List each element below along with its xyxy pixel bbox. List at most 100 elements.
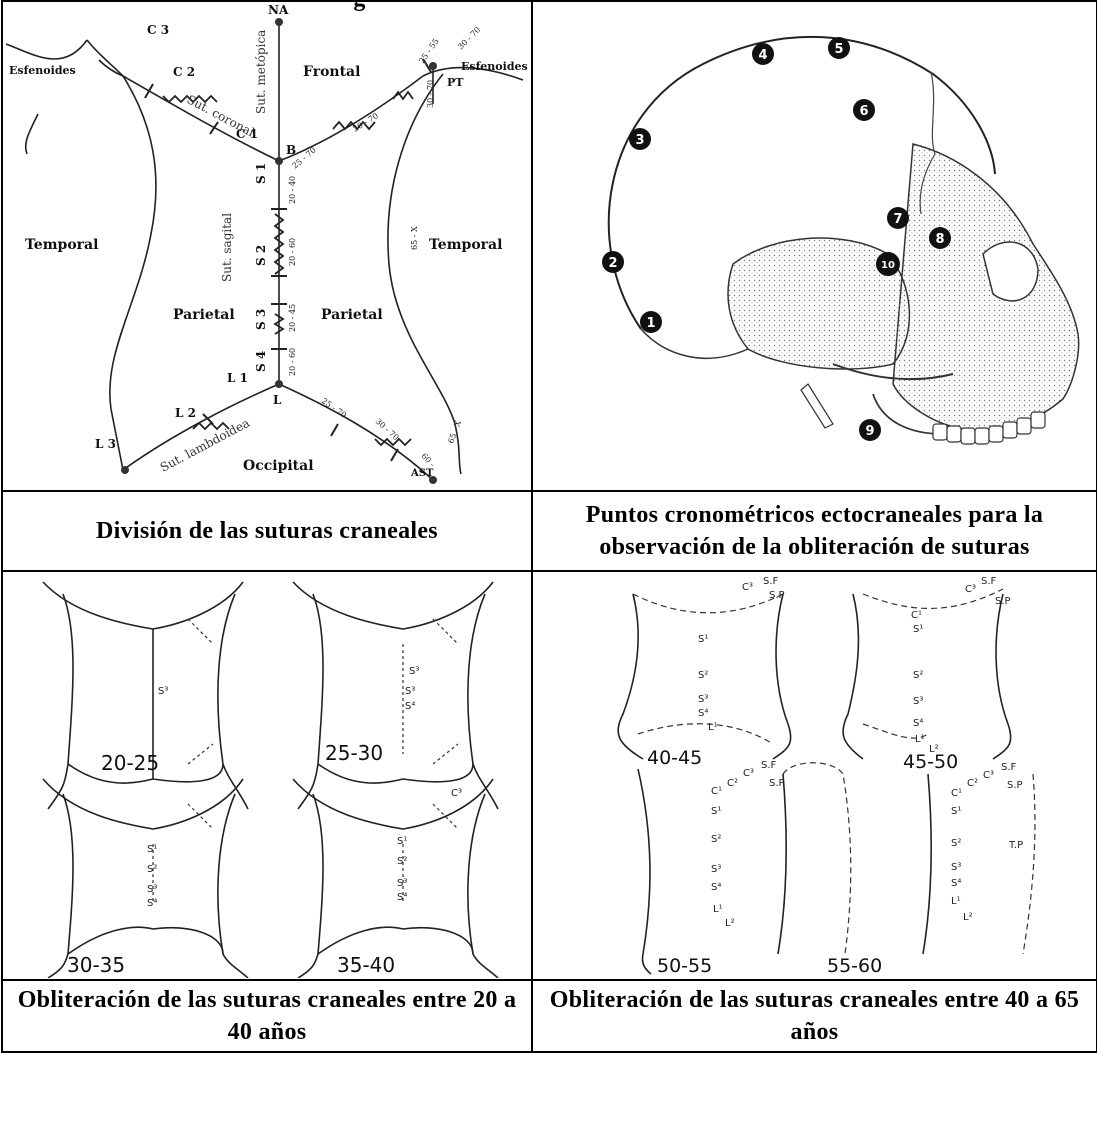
skull-lateral-diagram: 1 2 3 4 5 6 7 8 9 10 — [532, 1, 1097, 491]
obliteration-20-40-diagram: S³ S³ S³ S⁴ S¹ S² S³ S⁴ C³ S¹ S² S³ S⁴ 2… — [2, 571, 532, 980]
caption-cell-40-65: Obliteración de las suturas craneales en… — [532, 980, 1097, 1052]
mark-tr-s3: S³ — [913, 696, 923, 707]
label-sut-sagital: Sut. sagital — [220, 213, 234, 282]
mark-bl-c2: C² — [727, 778, 738, 789]
skull-lateral-svg: 1 2 3 4 5 6 7 8 9 10 — [533, 4, 1094, 488]
mark-tl-s3: S³ — [158, 686, 168, 697]
panel-30-35: 30-35 — [67, 953, 125, 977]
mark-tr-s2: S² — [913, 670, 923, 681]
mark-tr-s4: S⁴ — [405, 701, 415, 712]
caption-cell-points: Puntos cronométricos ectocraneales para … — [532, 491, 1097, 571]
mark-bl-l2: L² — [725, 918, 735, 929]
mark-tl-sf: S.F — [763, 576, 779, 587]
mark-bl-s3: S³ — [147, 884, 157, 895]
caption-40-65: Obliteración de las suturas craneales en… — [533, 984, 1096, 1048]
mark-tr-sp: S.P — [995, 596, 1011, 607]
mark-br-c3: C³ — [451, 788, 462, 799]
mark-br-s3: S³ — [397, 878, 407, 889]
label-na: NA — [268, 4, 289, 17]
range-20-40: 20 - 40 — [288, 176, 297, 204]
mark-br-sp: S.P — [1007, 780, 1023, 791]
sutures-division-diagram: NA Frontal Esfenoides Esfenoides C 3 C 2… — [2, 1, 532, 491]
label-c2: C 2 — [173, 65, 195, 79]
point-7: 7 — [893, 212, 902, 227]
mark-br-c3: C³ — [983, 770, 994, 781]
mark-tr-c3: C³ — [965, 584, 976, 595]
label-b: B — [286, 143, 296, 157]
mark-bl-s1: S¹ — [147, 844, 157, 855]
range-30-70-c: 30 - 70 — [351, 111, 380, 134]
range-20-45: 20 - 45 — [288, 304, 297, 332]
mark-bl-c3: C³ — [743, 768, 754, 779]
mark-bl-s2: S² — [147, 864, 157, 875]
mark-tr-s3: S³ — [409, 666, 419, 677]
panel-50-55: 50-55 — [657, 955, 712, 977]
face-region — [893, 144, 1079, 430]
caption-division: División de las suturas craneales — [3, 515, 531, 547]
mark-br-s3: S³ — [951, 862, 961, 873]
range-25-70-b: 25 - 70 — [320, 396, 348, 420]
label-s4: S 4 — [254, 351, 268, 372]
label-frontal: Frontal — [303, 64, 360, 80]
mark-tr-l1: L¹ — [915, 734, 925, 745]
mark-br-s4: S⁴ — [397, 892, 407, 903]
range-25-55: 25 - 55 — [417, 37, 441, 65]
label-ast: AST — [410, 468, 434, 479]
label-s2: S 2 — [254, 245, 268, 266]
mark-tl-sp: S.P — [769, 590, 785, 601]
mark-tl-l1: L¹ — [708, 722, 718, 733]
obliteration-40-65-diagram: C³ S.F S.P S¹ S² S³ S⁴ L¹ C³ S.F S.P C¹ … — [532, 571, 1097, 980]
range-30-70-b: 30 - 70 — [426, 80, 435, 108]
caption-cell-division: División de las suturas craneales — [2, 491, 532, 571]
range-60: 60 - — [420, 451, 437, 469]
label-temporal-right: Temporal — [429, 237, 502, 253]
caption-cell-20-40: Obliteración de las suturas craneales en… — [2, 980, 532, 1052]
panel-55-60: 55-60 — [827, 955, 882, 977]
mark-bl-c1: C¹ — [711, 786, 722, 797]
range-20-60-a: 20 - 60 — [288, 238, 297, 266]
mark-br-c2: C² — [967, 778, 978, 789]
mark-tr-s1: S¹ — [913, 624, 923, 635]
mark-br-c1: C¹ — [951, 788, 962, 799]
obliteration-20-40-svg: S³ S³ S³ S⁴ S¹ S² S³ S⁴ C³ S¹ S² S³ S⁴ 2… — [3, 574, 529, 978]
mark-br-tp: T.P — [1008, 840, 1023, 851]
panel-45-50: 45-50 — [903, 751, 958, 773]
mark-tl-s1: S¹ — [698, 634, 708, 645]
mark-tl-c3: C³ — [742, 582, 753, 593]
mark-tl-s3: S³ — [698, 694, 708, 705]
panel-20-25: 20-25 — [101, 751, 159, 775]
panel-25-30: 25-30 — [325, 741, 383, 765]
label-l: L — [273, 393, 282, 407]
point-4: 4 — [758, 48, 767, 63]
label-temporal-left: Temporal — [25, 237, 98, 253]
mark-tr-s3b: S³ — [405, 686, 415, 697]
mark-bl-s4: S⁴ — [147, 898, 157, 909]
mark-bl-s4: S⁴ — [711, 882, 721, 893]
mark-tl-s4: S⁴ — [698, 708, 708, 719]
caption-points: Puntos cronométricos ectocraneales para … — [533, 499, 1096, 563]
mark-br-s1: S¹ — [397, 836, 407, 847]
point-9: 9 — [865, 424, 874, 439]
point-5: 5 — [834, 42, 843, 57]
label-sut-lambdoidea: Sut. lambdoidea — [158, 416, 252, 475]
sutures-division-svg: NA Frontal Esfenoides Esfenoides C 3 C 2… — [3, 4, 529, 488]
mark-br-s2: S² — [397, 856, 407, 867]
panel-35-40: 35-40 — [337, 953, 395, 977]
mark-bl-sp: S.P — [769, 778, 785, 789]
point-1: 1 — [646, 316, 655, 331]
caption-20-40: Obliteración de las suturas craneales en… — [3, 984, 531, 1048]
label-occipital: Occipital — [243, 458, 314, 474]
point-10: 10 — [881, 260, 895, 271]
mark-bl-s1: S¹ — [711, 806, 721, 817]
figure-table: NA Frontal Esfenoides Esfenoides C 3 C 2… — [1, 0, 1097, 1053]
mark-br-l2: L² — [963, 912, 973, 923]
left-top-border — [87, 40, 123, 76]
right-temporal-border — [388, 74, 461, 474]
label-esfenoides-right: Esfenoides — [461, 60, 528, 73]
range-65-x-b: 65 - X — [446, 419, 463, 445]
left-temporal-border — [110, 76, 156, 470]
range-30-70-a: 30 - 70 — [456, 25, 482, 51]
label-sut-metopica: Sut. metópica — [254, 30, 268, 114]
range-20-60-b: 20 - 60 — [288, 348, 297, 376]
mark-br-s1: S¹ — [951, 806, 961, 817]
